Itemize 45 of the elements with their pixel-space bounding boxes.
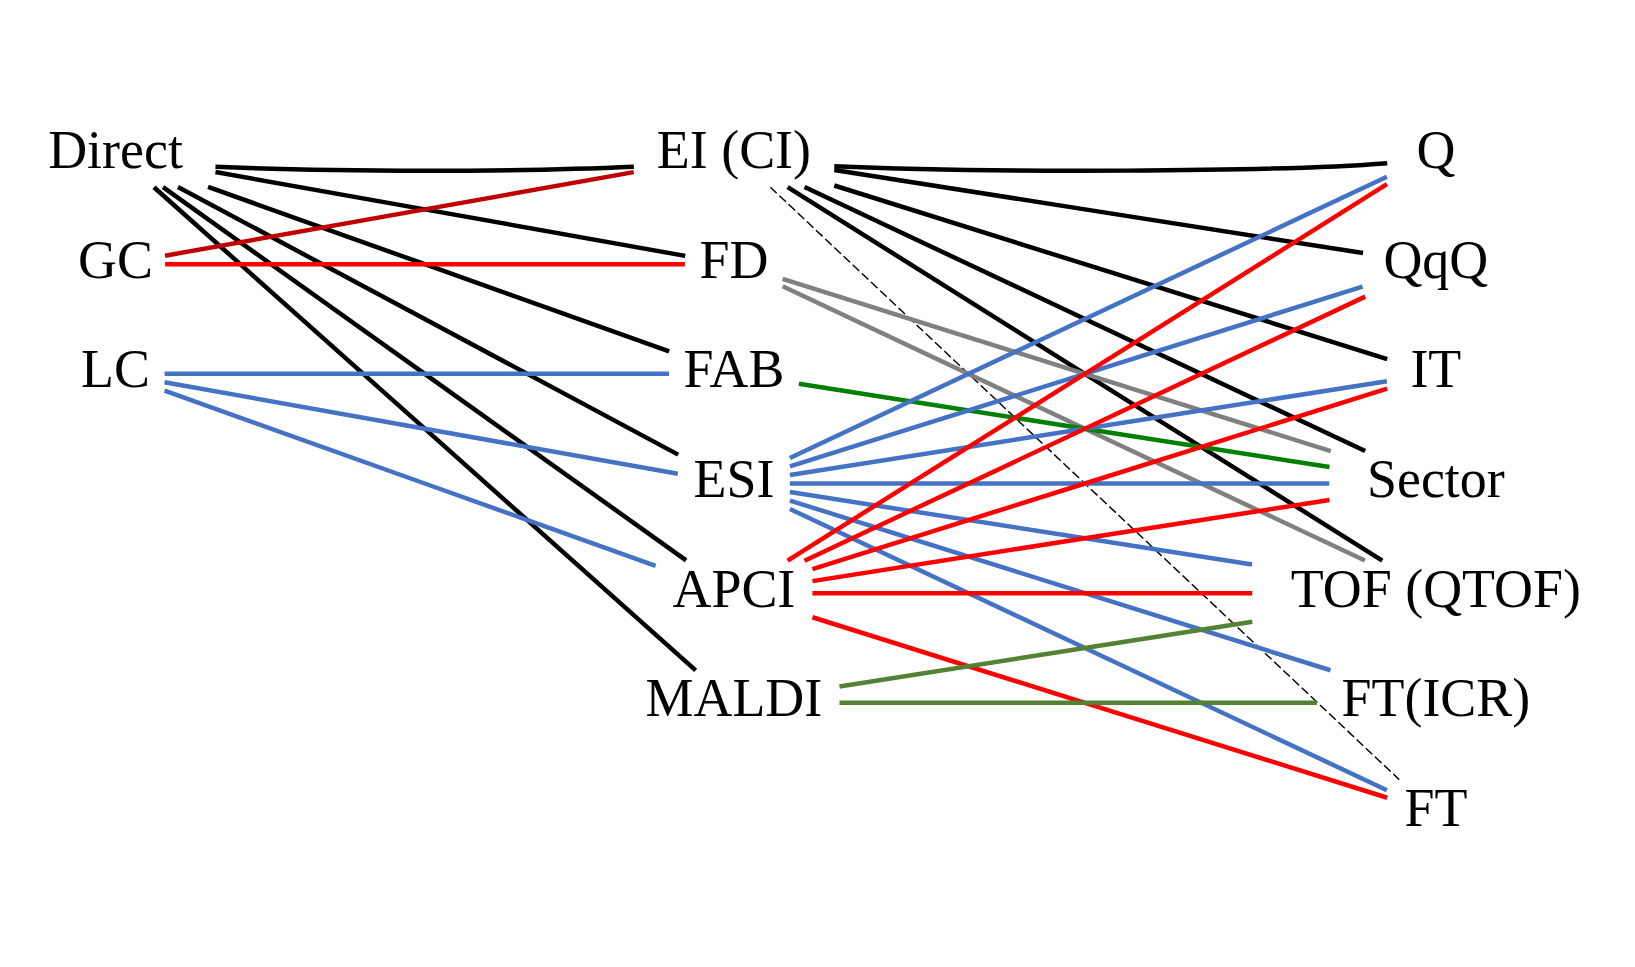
connector	[164, 371, 669, 377]
connector	[165, 261, 685, 267]
node-text: APCI	[672, 558, 796, 619]
node-text: LC	[81, 339, 150, 400]
connector	[788, 507, 1388, 793]
connector	[164, 380, 679, 477]
node-text: TOF (QTOF)	[1290, 558, 1581, 619]
connector	[215, 164, 634, 173]
node-text: Q	[1416, 120, 1456, 181]
connector	[833, 167, 1364, 256]
node-text: EI (CI)	[656, 120, 811, 181]
node-text: MALDI	[645, 668, 823, 729]
node-text: FD	[699, 229, 769, 290]
connector	[164, 169, 635, 258]
connector	[812, 590, 1253, 596]
connector	[781, 276, 1332, 454]
connector	[833, 183, 1388, 362]
connector	[176, 185, 680, 457]
node-text: FT(ICR)	[1341, 668, 1531, 729]
connector	[789, 498, 1332, 673]
connector	[834, 160, 1388, 173]
node-text: IT	[1410, 339, 1462, 400]
connector	[769, 186, 1400, 781]
connector	[811, 615, 1388, 800]
connector	[812, 497, 1330, 584]
node-text: GC	[78, 229, 153, 290]
node-text: QqQ	[1383, 229, 1489, 290]
connector	[789, 379, 1388, 478]
connector	[811, 386, 1388, 572]
connector	[798, 381, 1330, 470]
connector	[163, 388, 657, 568]
connector	[839, 700, 1317, 706]
node-text: FT	[1404, 777, 1468, 838]
node-text: FAB	[683, 339, 785, 400]
connector	[789, 489, 1253, 567]
connector	[215, 169, 686, 259]
connector	[789, 284, 1364, 469]
connector	[789, 481, 1330, 486]
connector	[152, 185, 698, 672]
connector	[207, 184, 670, 354]
node-text: ESI	[693, 448, 775, 509]
node-text: Sector	[1367, 448, 1505, 509]
connector	[839, 619, 1253, 689]
node-text: Direct	[48, 120, 183, 181]
connector	[161, 185, 688, 563]
